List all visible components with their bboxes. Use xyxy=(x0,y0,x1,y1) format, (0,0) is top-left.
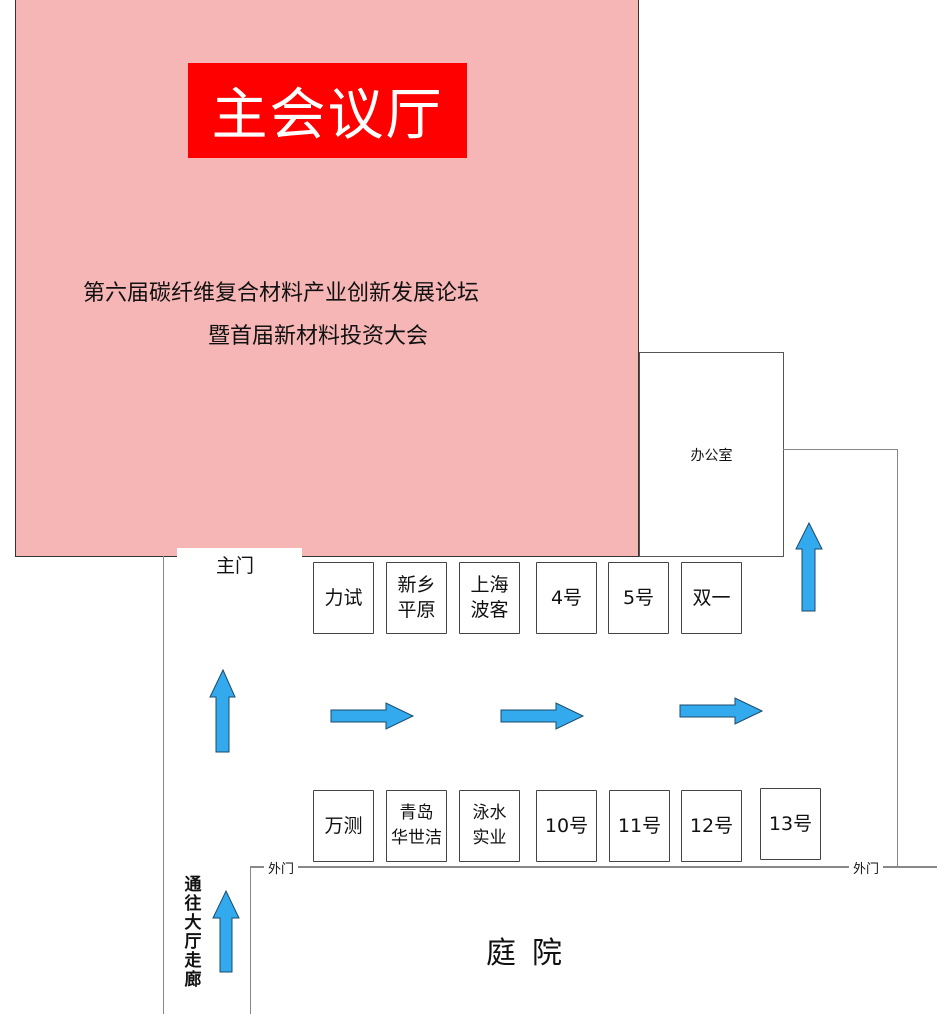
inner-wall xyxy=(250,866,251,1014)
right-wall xyxy=(897,449,898,867)
arrow-up-icon xyxy=(212,889,240,973)
event-title-line1: 第六届碳纤维复合材料产业创新发展论坛 xyxy=(83,281,480,306)
booth-label: 11号 xyxy=(617,814,662,837)
booth-bottom-1[interactable]: 万测 xyxy=(313,790,374,862)
booth-label: 泳水 xyxy=(472,803,507,823)
booth-label: 平原 xyxy=(397,599,436,621)
booth-bottom-5[interactable]: 11号 xyxy=(609,790,670,862)
booth-top-5[interactable]: 5号 xyxy=(608,562,669,634)
left-wall xyxy=(163,556,164,1014)
outer-gate-right-label: 外门 xyxy=(849,858,884,877)
booth-label: 实业 xyxy=(472,828,507,848)
event-title-line2: 暨首届新材料投资大会 xyxy=(208,324,429,349)
booth-label: 上海 xyxy=(470,574,509,596)
booth-label: 5号 xyxy=(622,586,655,609)
arrow-right-icon xyxy=(500,702,585,730)
booth-top-1[interactable]: 力试 xyxy=(313,562,374,634)
booth-bottom-6[interactable]: 12号 xyxy=(681,790,742,862)
office-label: 办公室 xyxy=(690,447,733,464)
office-room: 办公室 xyxy=(639,352,784,557)
booth-label: 双一 xyxy=(692,586,731,609)
booth-bottom-2[interactable]: 青岛华世洁 xyxy=(386,790,447,862)
outer-gate-left-label: 外门 xyxy=(264,858,299,877)
booth-top-2[interactable]: 新乡平原 xyxy=(386,562,447,634)
main-hall-title: 主会议厅 xyxy=(188,63,467,158)
right-top-wall xyxy=(783,449,898,450)
main-gate-label: 主门 xyxy=(216,555,255,577)
booth-bottom-3[interactable]: 泳水实业 xyxy=(459,790,520,862)
bottom-wall xyxy=(250,866,937,868)
booth-label: 4号 xyxy=(550,586,583,609)
courtyard-label: 庭院 xyxy=(486,936,578,971)
booth-top-6[interactable]: 双一 xyxy=(681,562,742,634)
booth-label: 12号 xyxy=(689,814,734,837)
arrow-right-icon xyxy=(330,702,415,730)
booth-label: 力试 xyxy=(324,586,363,609)
booth-label: 新乡 xyxy=(397,574,436,596)
booth-top-4[interactable]: 4号 xyxy=(536,562,597,634)
booth-top-3[interactable]: 上海波客 xyxy=(459,562,520,634)
booth-label: 万测 xyxy=(324,814,363,837)
booth-bottom-4[interactable]: 10号 xyxy=(536,790,597,862)
main-gate-opening xyxy=(177,548,302,558)
booth-label: 波客 xyxy=(470,599,509,621)
booth-bottom-7[interactable]: 13号 xyxy=(760,788,821,860)
booth-label: 青岛 xyxy=(399,803,434,823)
arrow-right-icon xyxy=(679,697,764,725)
corridor-label: 通往大厅走廊 xyxy=(184,875,202,990)
arrow-up-icon xyxy=(209,668,236,753)
booth-label: 10号 xyxy=(544,814,589,837)
booth-label: 华世洁 xyxy=(391,828,442,848)
booth-label: 13号 xyxy=(768,812,813,835)
arrow-up-icon xyxy=(795,521,823,612)
